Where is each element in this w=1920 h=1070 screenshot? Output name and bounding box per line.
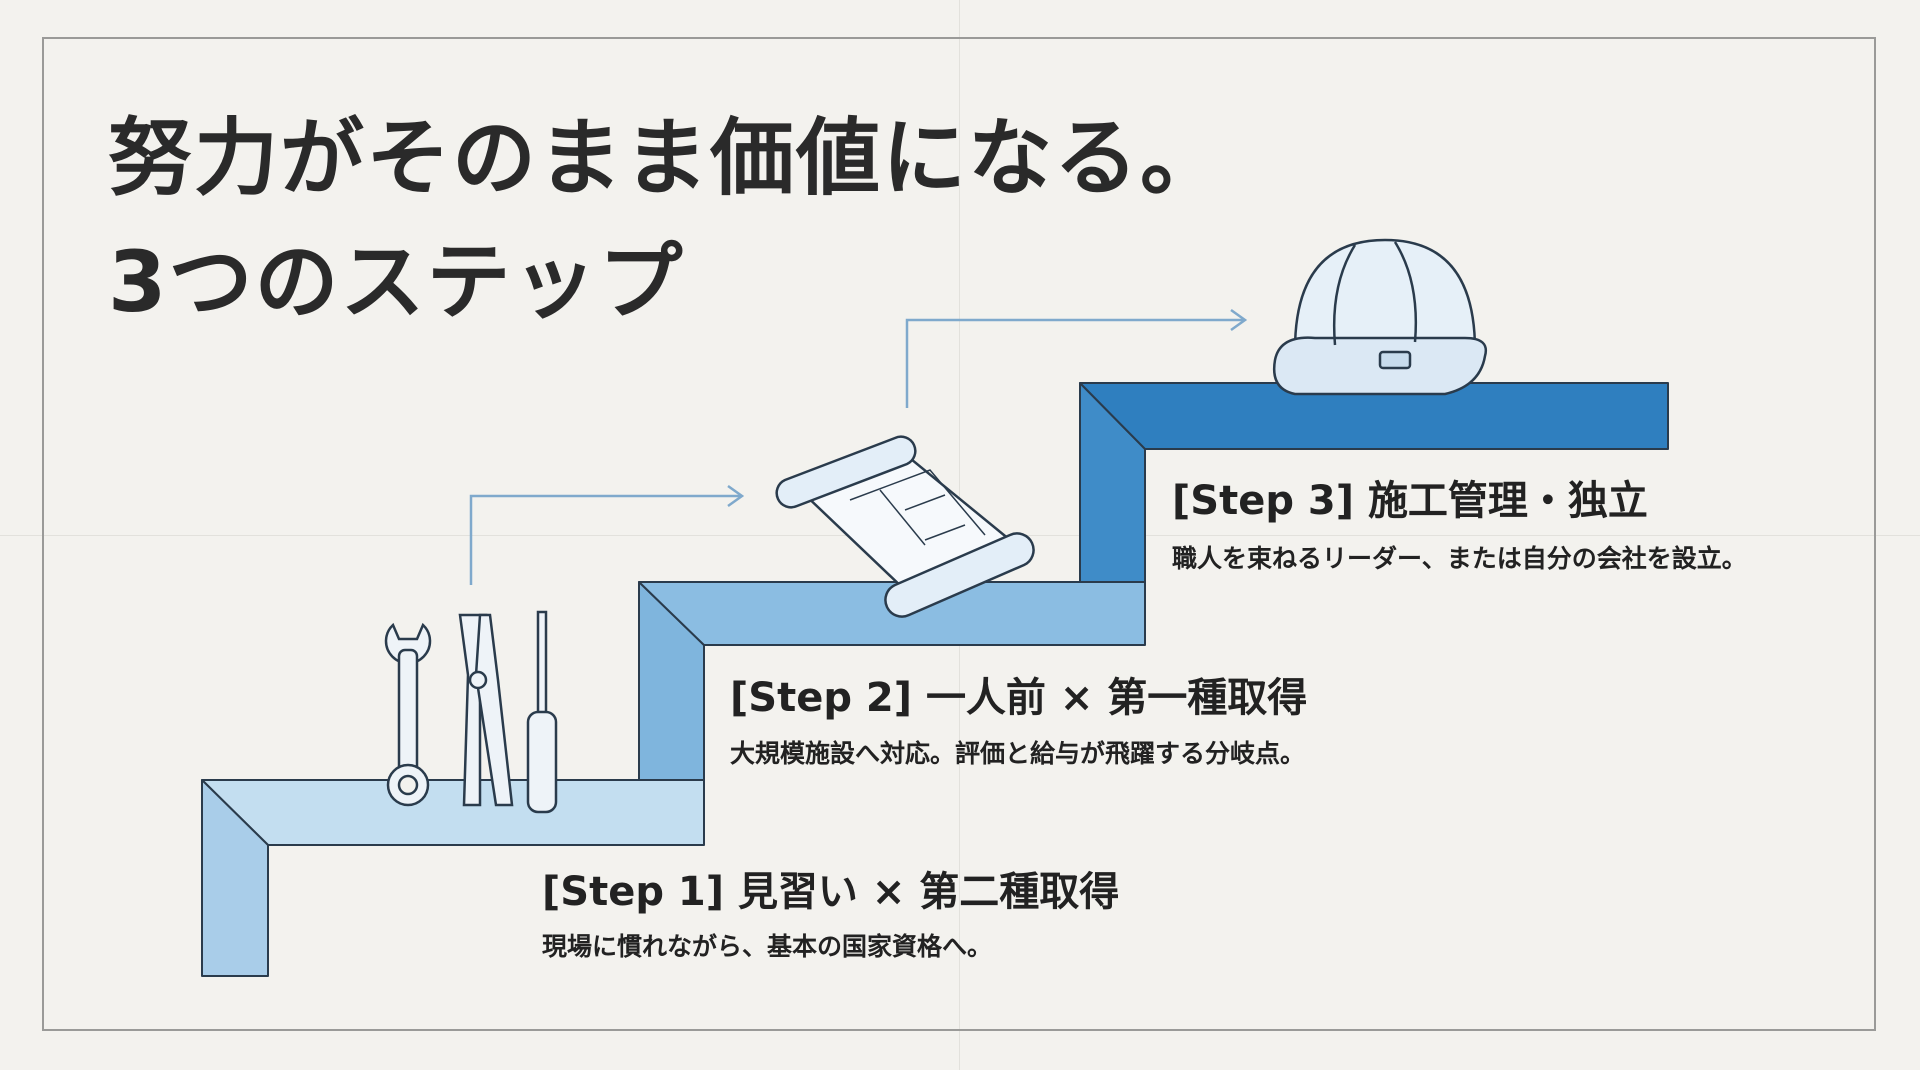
hard-hat-icon xyxy=(1272,238,1488,396)
arrow-step1-to-step2 xyxy=(469,494,740,585)
page-title-line1: 努力がそのまま価値になる。 xyxy=(108,109,1227,207)
step-3-top xyxy=(1079,382,1669,450)
step-3-description: 職人を束ねるリーダー、または自分の会社を設立。 xyxy=(1172,544,1747,573)
step-1-top xyxy=(201,779,705,846)
tools-icon xyxy=(384,610,558,814)
page-title-line2: 3つのステップ xyxy=(108,233,685,331)
step-2-description: 大規模施設へ対応。評価と給与が飛躍する分岐点。 xyxy=(730,739,1306,768)
step-3-title: [Step 3] 施工管理・独立 xyxy=(1172,478,1648,524)
staircase xyxy=(201,382,1669,977)
slide-frame xyxy=(42,37,1876,1031)
arrow-step2-to-step3 xyxy=(905,318,1243,408)
step-1-title: [Step 1] 見習い × 第二種取得 xyxy=(542,869,1120,915)
progress-arrows xyxy=(469,308,1248,585)
step-1-front xyxy=(201,779,269,977)
step-2-title: [Step 2] 一人前 × 第一種取得 xyxy=(730,675,1308,721)
blueprint-icon xyxy=(775,435,1035,618)
step-1-description: 現場に慣れながら、基本の国家資格へ。 xyxy=(542,932,993,961)
